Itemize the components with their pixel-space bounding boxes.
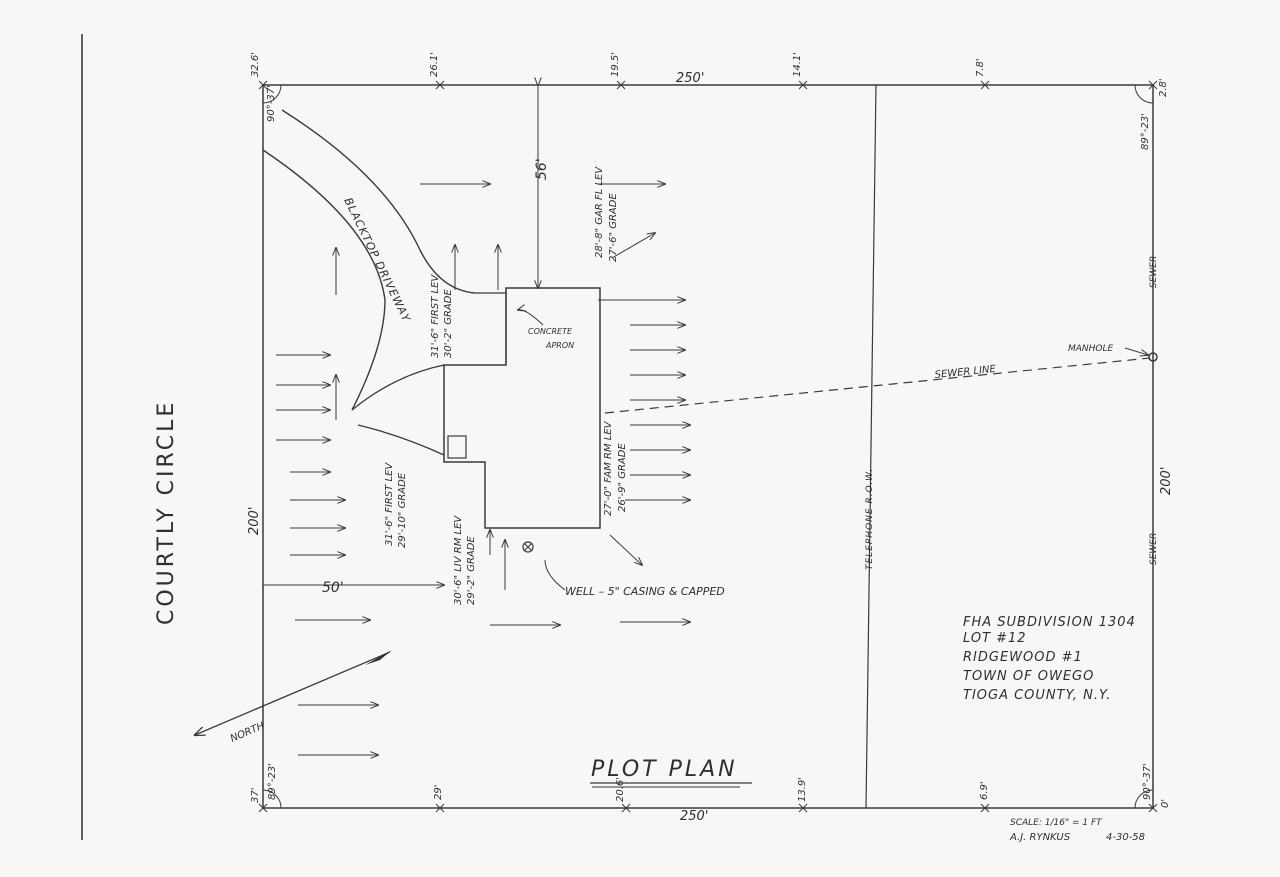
driveway-outer-edge bbox=[262, 149, 386, 411]
elev-top-1: 32.6' bbox=[250, 52, 261, 77]
angle-arc-top-right bbox=[1134, 84, 1154, 104]
boundary-ticks bbox=[258, 80, 1158, 813]
first-left-elev-1: 31'-6" FIRST LEV bbox=[384, 462, 395, 546]
elev-bottom-3: 20.6' bbox=[615, 777, 626, 802]
flow-arrow bbox=[609, 534, 642, 565]
sewer-label-bottom: SEWER bbox=[1149, 533, 1159, 565]
apron-leader bbox=[518, 310, 544, 326]
dim-right: 200' bbox=[1159, 467, 1174, 495]
first-top-elev-2: 30'-2" GRADE bbox=[443, 289, 454, 358]
entry-step bbox=[447, 435, 467, 459]
drainage-arrows bbox=[276, 184, 690, 755]
north-arrow-feather bbox=[365, 650, 392, 665]
fam-rm-elev-1: 27'-0" FAM RM LEV bbox=[603, 420, 614, 516]
north-label: NORTH bbox=[229, 720, 267, 744]
scale-note: SCALE: 1/16" = 1 FT bbox=[1010, 818, 1103, 828]
first-left-elev-2: 29'-10" GRADE bbox=[397, 472, 408, 548]
drawing-date: 4-30-58 bbox=[1106, 832, 1145, 843]
fam-rm-elev-2: 26'-9" GRADE bbox=[617, 443, 628, 512]
house-outline bbox=[443, 287, 601, 529]
manhole-leader bbox=[1124, 347, 1148, 355]
tick-mark bbox=[258, 80, 268, 90]
elev-top-4: 14.1' bbox=[792, 52, 803, 77]
tick-mark bbox=[1148, 80, 1158, 90]
well-symbol bbox=[522, 541, 534, 553]
elev-bottom-6: 0' bbox=[1160, 799, 1171, 808]
tick-mark bbox=[798, 803, 808, 813]
angle-top-right: 89°-23' bbox=[1140, 113, 1151, 150]
tick-mark bbox=[616, 80, 626, 90]
garage-elev-1: 28'-8" GAR FL LEV bbox=[594, 166, 605, 258]
elev-bottom-5: 6.9' bbox=[979, 781, 990, 800]
apron-label-1: CONCRETE bbox=[528, 327, 573, 336]
angle-top-left: 90°-37' bbox=[266, 85, 277, 122]
sewer-line bbox=[604, 357, 1151, 414]
garage-elev-2: 27'-6" GRADE bbox=[608, 193, 619, 262]
dim-top: 250' bbox=[676, 71, 704, 86]
telephone-label: TELEPHONE R.O.W. bbox=[865, 468, 875, 570]
angle-arc-top-left bbox=[262, 84, 282, 104]
dim-setback-front: 50' bbox=[322, 580, 344, 596]
elev-bottom-2: 29' bbox=[433, 785, 444, 800]
well-x bbox=[523, 542, 533, 552]
elev-top-3: 19.5' bbox=[610, 52, 621, 77]
sewer-line-label: SEWER LINE bbox=[934, 364, 997, 381]
tick-mark bbox=[980, 80, 990, 90]
drafter-name: A.J. RYNKUS bbox=[1009, 832, 1071, 843]
sewer-label-top: SEWER bbox=[1149, 256, 1159, 288]
tick-mark bbox=[798, 80, 808, 90]
elev-top-6: 2.8' bbox=[1158, 78, 1169, 97]
well-leader bbox=[544, 559, 566, 591]
angle-bottom-right: 90°-37' bbox=[1142, 763, 1153, 800]
first-top-elev-1: 31'-6" FIRST LEV bbox=[430, 274, 441, 358]
angle-bottom-left: 89°-23' bbox=[267, 763, 278, 800]
angle-arc-bottom-left bbox=[262, 789, 282, 809]
liv-rm-elev-1: 30'-6" LIV RM LEV bbox=[453, 515, 464, 605]
tick-mark bbox=[1148, 803, 1158, 813]
plot-plan-title: PLOT PLAN bbox=[591, 757, 738, 782]
lot-info-line4: TOWN OF OWEGO bbox=[963, 669, 1094, 684]
driveway-label: BLACKTOP DRIVEWAY bbox=[341, 196, 413, 325]
driveway-turnout bbox=[351, 364, 445, 411]
lot-info-line1: FHA SUBDIVISION 1304 bbox=[963, 615, 1136, 630]
elev-top-2: 26.1' bbox=[429, 52, 440, 77]
tick-mark bbox=[435, 80, 445, 90]
liv-rm-elev-2: 29'-2" GRADE bbox=[466, 536, 477, 605]
dim-bottom: 250' bbox=[680, 809, 708, 824]
elev-bottom-1: 37' bbox=[250, 788, 261, 803]
well-label: WELL – 5" CASING & CAPPED bbox=[565, 585, 725, 598]
dim-left: 200' bbox=[247, 507, 262, 535]
lot-info-line2: LOT #12 bbox=[963, 631, 1027, 646]
lot-info-line3: RIDGEWOOD #1 bbox=[963, 650, 1083, 665]
tick-mark bbox=[435, 803, 445, 813]
angle-arc-bottom-right bbox=[1134, 789, 1154, 809]
tick-mark bbox=[621, 803, 631, 813]
manhole-symbol bbox=[1148, 352, 1158, 362]
elev-bottom-4: 13.9' bbox=[797, 777, 808, 802]
telephone-row-line bbox=[865, 84, 877, 809]
tick-mark bbox=[980, 803, 990, 813]
flow-arrow bbox=[611, 233, 655, 259]
apron-label-2: APRON bbox=[545, 341, 574, 350]
driveway-inner-edge bbox=[281, 109, 476, 294]
lot-boundary bbox=[262, 84, 1154, 809]
lot-info-line5: TIOGA COUNTY, N.Y. bbox=[963, 688, 1111, 703]
dim-setback-side: 56' bbox=[534, 158, 550, 180]
street-name: COURTLY CIRCLE bbox=[154, 400, 179, 625]
manhole-label: MANHOLE bbox=[1068, 344, 1114, 354]
north-arrow bbox=[195, 651, 391, 735]
walkway-edge bbox=[357, 424, 445, 456]
tick-mark bbox=[258, 803, 268, 813]
elev-top-5: 7.8' bbox=[975, 58, 986, 77]
